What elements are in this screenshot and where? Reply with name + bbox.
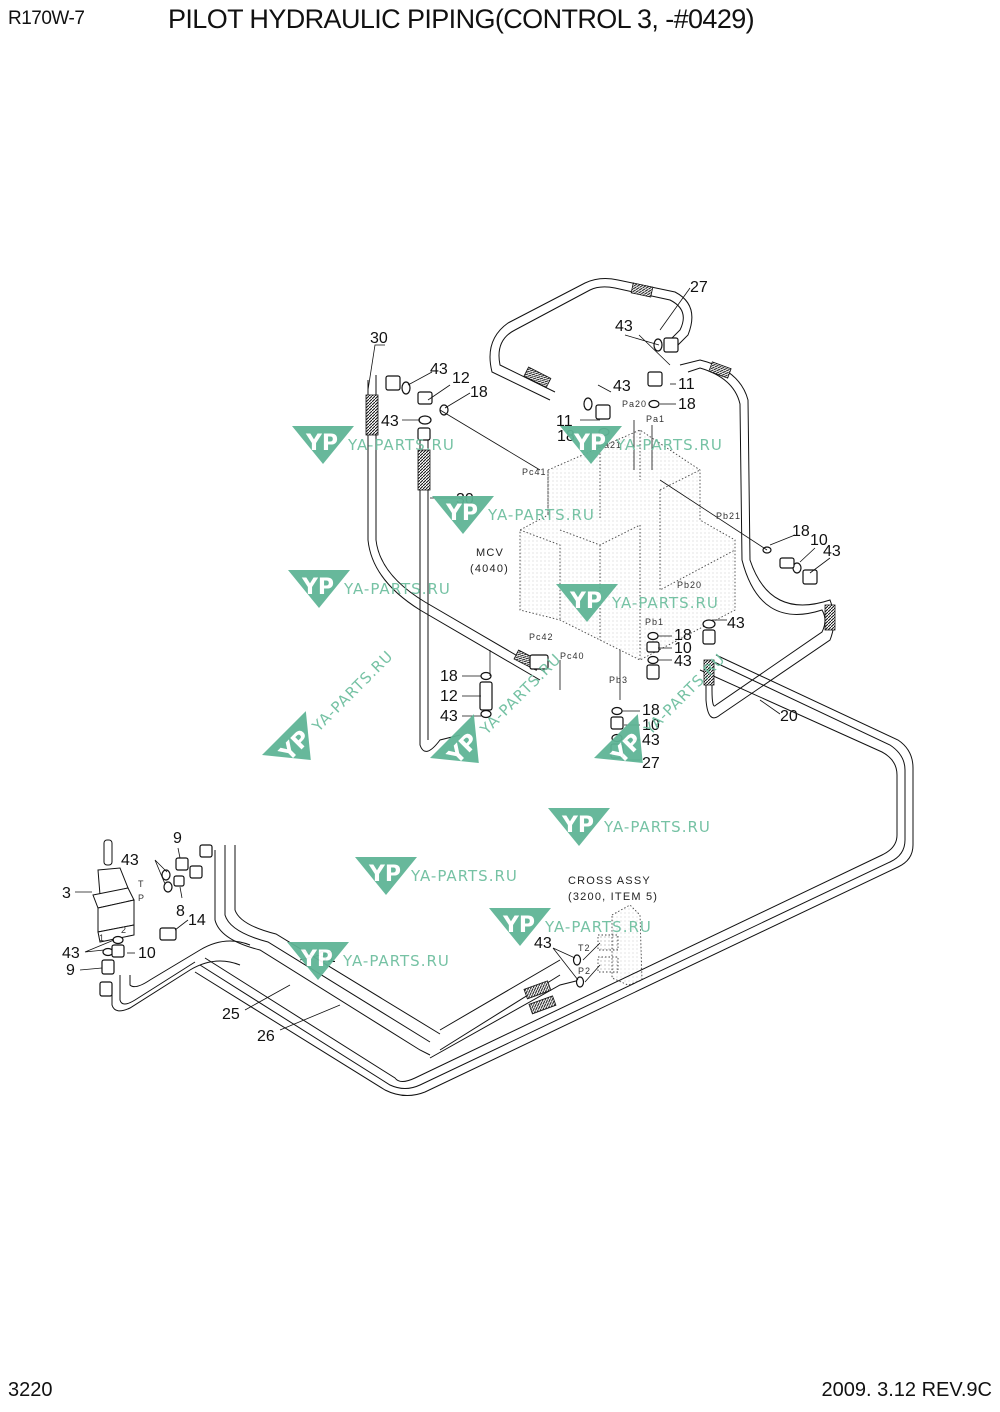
port-label: T — [138, 879, 145, 889]
port-label: Pa20 — [622, 399, 647, 409]
callout: 9 — [66, 962, 75, 979]
component-labels: MCV (4040) CROSS ASSY (3200, ITEM 5) — [470, 547, 658, 903]
port-label: 2 — [121, 925, 127, 935]
svg-text:YA-PARTS.RU: YA-PARTS.RU — [347, 436, 455, 454]
hose-sleeves — [365, 282, 836, 1015]
port-label: Pa1 — [646, 414, 665, 424]
callout: 10 — [642, 717, 660, 734]
svg-text:YA-PARTS.RU: YA-PARTS.RU — [343, 580, 451, 598]
callout: 43 — [674, 653, 692, 670]
port-label: Pb3 — [609, 675, 628, 685]
callout: 10 — [674, 640, 692, 657]
svg-text:YP: YP — [569, 589, 602, 614]
callout: 18 — [678, 396, 696, 413]
watermark: YP YA-PARTS.RU — [262, 647, 397, 767]
callout: 43 — [823, 543, 841, 560]
callout: 43 — [615, 318, 633, 335]
callout: 14 — [188, 912, 206, 929]
callout: 18 — [674, 627, 692, 644]
callout: 25 — [222, 1006, 240, 1023]
model-code: R170W-7 — [8, 8, 85, 29]
port-label: P2 — [578, 966, 591, 976]
callout: 43 — [62, 945, 80, 962]
port-label: Pc41 — [522, 467, 547, 477]
port-label: Pa21 — [597, 440, 622, 450]
watermark: YP YA-PARTS.RU — [556, 584, 719, 622]
svg-text:YP: YP — [561, 813, 594, 838]
svg-text:YA-PARTS.RU: YA-PARTS.RU — [603, 818, 711, 836]
mcv-label: MCV — [476, 547, 504, 559]
callout: 9 — [173, 830, 182, 847]
pilot-control-valve — [92, 839, 135, 943]
svg-text:YP: YP — [502, 913, 535, 938]
revision-date: 2009. 3.12 REV.9C — [821, 1379, 993, 1401]
svg-text:YP: YP — [305, 431, 338, 456]
callout: 11 — [678, 376, 695, 393]
watermark: YP YA-PARTS.RU — [432, 496, 595, 534]
svg-text:YP: YP — [275, 726, 316, 767]
callout: 18 — [440, 668, 458, 685]
callout: 18 — [642, 702, 660, 719]
cross-assy-label: CROSS ASSY — [568, 875, 651, 887]
callout: 12 — [440, 688, 458, 705]
port-label: Pc42 — [529, 632, 554, 642]
svg-text:YA-PARTS.RU: YA-PARTS.RU — [611, 594, 719, 612]
watermark: YP YA-PARTS.RU — [355, 857, 518, 895]
svg-text:YP: YP — [445, 501, 478, 526]
cross-assy-body — [597, 904, 643, 986]
callout: 12 — [452, 370, 470, 387]
watermark: YP YA-PARTS.RU — [560, 426, 723, 464]
svg-text:YP: YP — [573, 431, 606, 456]
callout: 26 — [257, 1028, 275, 1045]
callout: 11 — [556, 413, 573, 430]
port-labels: Pc41 Pa20 Pa1 Pa21 Pb21 Pb20 Pb1 Pc42 Pc… — [99, 399, 741, 976]
page-title: PILOT HYDRAULIC PIPING(CONTROL 3, -#0429… — [168, 4, 755, 34]
callout: 43 — [642, 732, 660, 749]
port-label: T2 — [578, 943, 591, 953]
watermark: YP YA-PARTS.RU — [489, 908, 652, 946]
cross-assy-ref: (3200, ITEM 5) — [568, 891, 658, 903]
svg-text:YA-PARTS.RU: YA-PARTS.RU — [308, 647, 397, 736]
callout: 43 — [381, 413, 399, 430]
svg-text:YP: YP — [443, 729, 484, 770]
callout: 30 — [370, 330, 388, 347]
callout: 3 — [62, 885, 71, 902]
page-number: 3220 — [8, 1379, 53, 1401]
port-label: 1 — [99, 933, 105, 943]
port-label: Pb1 — [645, 617, 664, 627]
callout: 20 — [780, 708, 798, 725]
callout: 18 — [792, 523, 810, 540]
svg-text:YA-PARTS.RU: YA-PARTS.RU — [342, 952, 450, 970]
callout: 27 — [642, 755, 660, 772]
pipe-bundle — [111, 278, 914, 1096]
callout: 43 — [727, 615, 745, 632]
callout: 10 — [810, 532, 828, 549]
callout: 43 — [430, 361, 448, 378]
watermark: YP YA-PARTS.RU — [287, 942, 450, 980]
svg-text:YA-PARTS.RU: YA-PARTS.RU — [487, 506, 595, 524]
callout-labels: 27 43 30 43 12 18 43 11 43 11 18 18 30 1… — [62, 279, 841, 1045]
callout: 18 — [470, 384, 488, 401]
svg-text:YA-PARTS.RU: YA-PARTS.RU — [544, 918, 652, 936]
callout: 43 — [613, 378, 631, 395]
port-label: Pb21 — [716, 511, 741, 521]
callout: 10 — [138, 945, 156, 962]
callout: 27 — [690, 279, 708, 296]
watermark: YP YA-PARTS.RU — [288, 570, 451, 608]
watermark: YP YA-PARTS.RU — [548, 808, 711, 846]
svg-text:YP: YP — [301, 575, 334, 600]
callout: 43 — [534, 935, 552, 952]
mcv-ref: (4040) — [470, 563, 509, 575]
svg-text:YP: YP — [368, 862, 401, 887]
callout: 43 — [440, 708, 458, 725]
port-label: Pc40 — [560, 651, 585, 661]
svg-text:YA-PARTS.RU: YA-PARTS.RU — [410, 867, 518, 885]
svg-text:YP: YP — [300, 947, 333, 972]
watermark: YP YA-PARTS.RU — [292, 426, 455, 464]
svg-text:YA-PARTS.RU: YA-PARTS.RU — [615, 436, 723, 454]
port-label: Pb20 — [677, 580, 702, 590]
port-label: P — [138, 893, 145, 903]
callout: 8 — [176, 903, 185, 920]
callout: 43 — [121, 852, 139, 869]
